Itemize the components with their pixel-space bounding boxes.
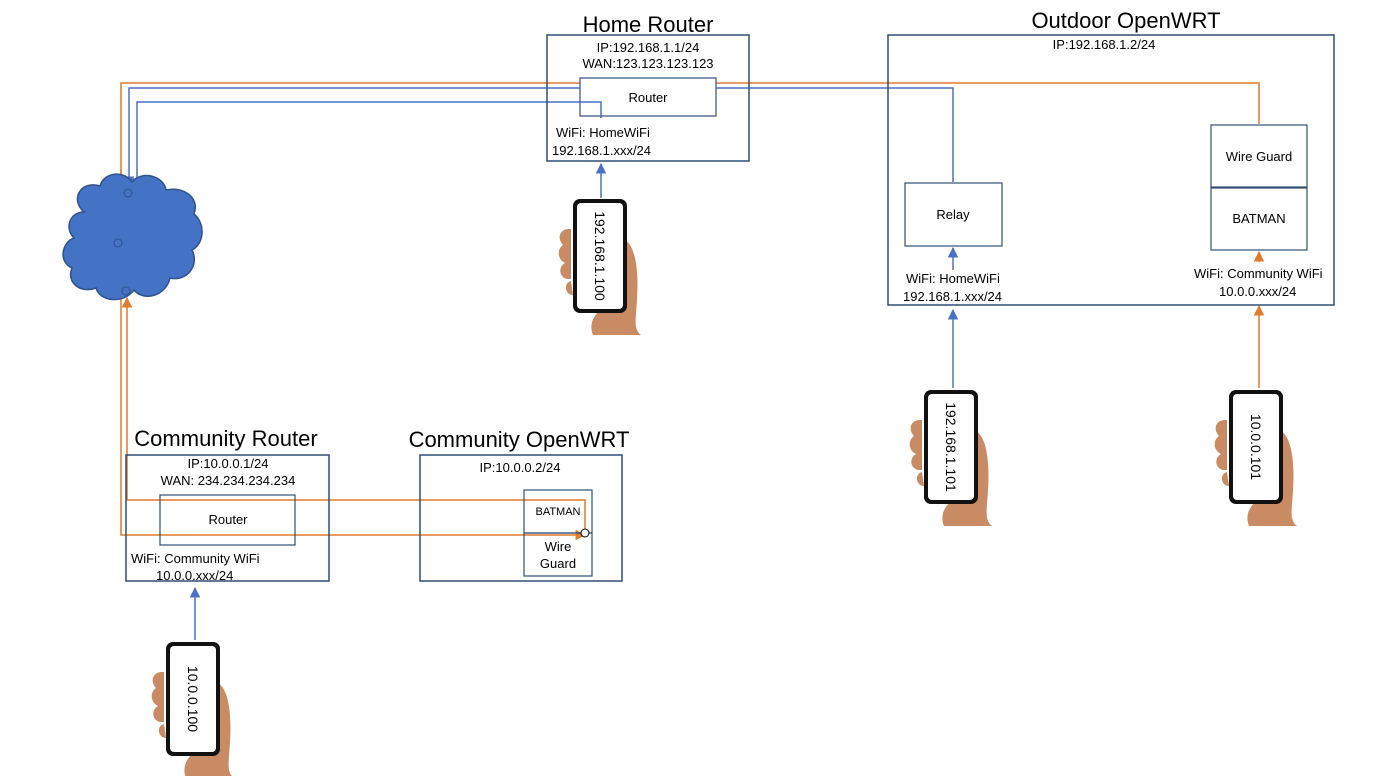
phone-outdoor-comm: 10.0.0.101 (1214, 390, 1297, 526)
connection-lines (115, 82, 1265, 640)
outdoor-batman-label: BATMAN (1232, 211, 1285, 226)
community-openwrt-box (419, 454, 623, 582)
home-router-wan: WAN:123.123.123.123 (582, 56, 713, 71)
phone-outdoor-comm-ip: 10.0.0.101 (1248, 414, 1264, 480)
community-router-box (125, 454, 330, 582)
outdoor-wireguard-label: Wire Guard (1226, 149, 1292, 164)
home-router: Home Router IP:192.168.1.1/24 WAN:123.12… (546, 12, 750, 162)
community-router-ip: IP:10.0.0.1/24 (188, 456, 269, 471)
outdoor-openwrt: Outdoor OpenWRT IP:192.168.1.2/24 Relay … (887, 8, 1335, 306)
outdoor-subnet-home: 192.168.1.xxx/24 (903, 289, 1002, 304)
outdoor-title: Outdoor OpenWRT (1031, 8, 1220, 33)
home-router-title: Home Router (583, 12, 714, 37)
home-router-subnet: 192.168.1.xxx/24 (552, 143, 651, 158)
outdoor-wifi-home: WiFi: HomeWiFi (906, 271, 1000, 286)
community-router-title: Community Router (134, 426, 317, 451)
community-guard-label: Guard (540, 556, 576, 571)
outdoor-box (887, 34, 1335, 306)
relay-label: Relay (936, 207, 970, 222)
phone-home-ip: 192.168.1.100 (592, 211, 608, 301)
home-router-inner-box (579, 77, 717, 117)
tunnel-endpoint (580, 528, 590, 538)
community-tunnel-return (121, 296, 586, 532)
community-openwrt-title: Community OpenWRT (409, 427, 630, 452)
outdoor-ip: IP:192.168.1.2/24 (1053, 37, 1156, 52)
home-router-wifi: WiFi: HomeWiFi (556, 125, 650, 140)
community-router-inner-box (159, 494, 296, 546)
home-router-uplink (131, 101, 602, 190)
phone-home: 192.168.1.100 (558, 199, 641, 335)
community-router-wan: WAN: 234.234.234.234 (161, 473, 296, 488)
phone-community: 10.0.0.100 (151, 642, 234, 778)
outdoor-relay-uplink (123, 87, 954, 188)
community-wire-label: Wire (545, 539, 572, 554)
home-router-box (546, 34, 750, 162)
community-router-inner-label: Router (208, 512, 248, 527)
community-router: Community Router IP:10.0.0.1/24 WAN: 234… (125, 426, 330, 583)
outdoor-wifi-comm: WiFi: Community WiFi (1194, 266, 1323, 281)
outdoor-subnet-comm: 10.0.0.xxx/24 (1219, 284, 1296, 299)
outdoor-batman-box (1210, 187, 1308, 251)
home-router-inner-label: Router (628, 90, 668, 105)
community-router-wifi: WiFi: Community WiFi (131, 551, 260, 566)
community-router-subnet: 10.0.0.xxx/24 (156, 568, 233, 583)
phone-outdoor-home-ip: 192.168.1.101 (943, 402, 959, 492)
community-openwrt-ip: IP:10.0.0.2/24 (480, 460, 561, 475)
community-openwrt: Community OpenWRT IP:10.0.0.2/24 BATMAN … (409, 427, 630, 582)
community-batman-label: BATMAN (535, 506, 580, 518)
outdoor-wireguard-box (1210, 124, 1308, 188)
phone-outdoor-home: 192.168.1.101 (909, 390, 992, 526)
internet-cloud-icon (62, 173, 203, 301)
relay-box (904, 182, 1003, 247)
community-wireguard-box (523, 532, 593, 577)
home-router-ip: IP:192.168.1.1/24 (597, 40, 700, 55)
phone-community-ip: 10.0.0.100 (185, 666, 201, 732)
